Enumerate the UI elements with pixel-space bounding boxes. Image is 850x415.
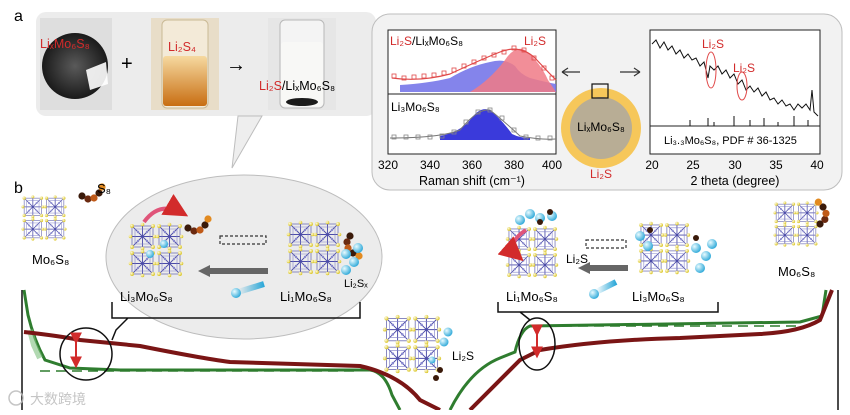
raman-xlabel: Raman shift (cm⁻¹) xyxy=(419,174,525,188)
xrd-plot xyxy=(649,29,821,155)
raman-xtick: 340 xyxy=(420,158,440,172)
watermark: 大数跨境 xyxy=(8,390,86,407)
xrd-peak1-label: Li₂S xyxy=(702,37,724,51)
photo-product-vial xyxy=(268,18,336,110)
s8-label: S₈ xyxy=(97,181,111,196)
raman-top-label-red: Li₂S xyxy=(390,34,412,48)
right-mo6s8-label: Mo₆S₈ xyxy=(778,264,815,279)
photo-lixmo6s8-pellet xyxy=(40,18,112,110)
raman-top-plot xyxy=(387,29,557,95)
xrd-xtick: 35 xyxy=(769,158,783,172)
photo3-label-black: /LiₓMo₆S₈ xyxy=(282,79,335,93)
center-li2s-crystal xyxy=(383,315,453,381)
left-bubble-li2sx: Li₂Sₓ xyxy=(344,278,368,290)
xrd-xtick: 20 xyxy=(645,158,659,172)
xrd-ref-label: Li₃.₃Mo₆S₈, PDF # 36-1325 xyxy=(664,135,797,147)
raman-top-label-black: /LiₓMo₆S₈ xyxy=(412,34,463,48)
left-bubble-li3: Li₃Mo₆S₈ xyxy=(120,289,173,304)
xrd-peak2-label: Li₂S xyxy=(733,61,755,75)
plus-sign: + xyxy=(121,53,133,75)
raman-xticks: 320 340 360 380 400 xyxy=(378,158,562,172)
core-shell-particle xyxy=(561,67,641,168)
raman-bottom-plot xyxy=(387,93,557,155)
center-li2s-label: Li₂S xyxy=(452,349,474,363)
left-mo6s8-crystal xyxy=(21,183,106,240)
left-bracket xyxy=(111,302,361,341)
xrd-xtick: 40 xyxy=(810,158,824,172)
raman-xtick: 400 xyxy=(542,158,562,172)
voltage-profile xyxy=(21,289,839,412)
arrow-right: → xyxy=(226,54,246,76)
xrd-xlabel: 2 theta (degree) xyxy=(691,174,780,188)
left-reaction-bubble xyxy=(105,174,383,340)
panel-a-letter: a xyxy=(14,8,23,25)
right-mo6s8-crystal xyxy=(773,197,835,247)
xrd-xtick: 30 xyxy=(728,158,742,172)
raman-top-label: Li₂S/LiₓMo₆S₈ xyxy=(390,34,463,48)
raman-bottom-label: Li₃Mo₆S₈ xyxy=(391,100,440,114)
xrd-xticks: 20 25 30 35 40 xyxy=(645,158,824,172)
right-bubble-li1: Li₁Mo₆S₈ xyxy=(506,289,558,304)
raman-top-peak-label: Li₂S xyxy=(524,34,546,48)
right-reaction-group xyxy=(497,209,717,299)
panel-b-letter: b xyxy=(14,180,23,197)
left-mo6s8-label: Mo₆S₈ xyxy=(32,252,69,267)
photo2-label: Li₂S₄ xyxy=(168,40,196,54)
raman-xtick: 360 xyxy=(462,158,482,172)
particle-core-label: LiₓMo₆S₈ xyxy=(577,120,625,134)
callout-a-to-b xyxy=(231,115,263,169)
photo3-label: Li₂S/LiₓMo₆S₈ xyxy=(259,79,335,93)
raman-xtick: 320 xyxy=(378,158,398,172)
photo-li2s4-vial xyxy=(151,18,219,110)
particle-shell-label: Li₂S xyxy=(590,167,612,181)
right-bubble-li3: Li₃Mo₆S₈ xyxy=(632,289,685,304)
photo3-label-red: Li₂S xyxy=(259,79,282,93)
watermark-text: 大数跨境 xyxy=(30,391,86,407)
left-bubble-li1: Li₁Mo₆S₈ xyxy=(280,289,332,304)
photo1-label: LiₓMo₆S₈ xyxy=(40,37,90,51)
right-bracket xyxy=(497,302,719,321)
xrd-xtick: 25 xyxy=(686,158,700,172)
raman-xtick: 380 xyxy=(504,158,524,172)
right-bubble-li2s: Li₂S xyxy=(566,252,588,266)
